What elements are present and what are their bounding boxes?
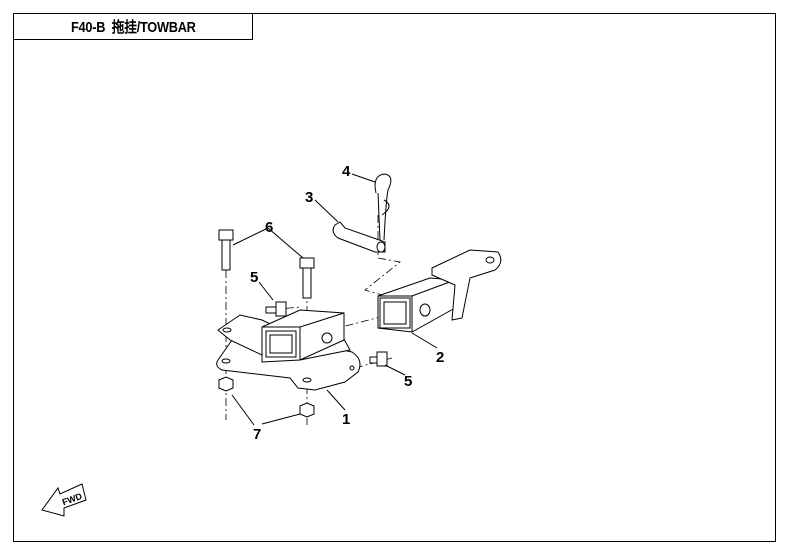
part-4-hair-pin-clip (374, 173, 392, 241)
part-1-hitch-bracket (216, 309, 361, 391)
callout-6: 6 (265, 219, 273, 236)
part-5-bolts (265, 301, 388, 367)
callout-4: 4 (342, 163, 351, 180)
part-6-bolts (218, 229, 315, 299)
part-2-drawbar (377, 249, 502, 333)
callout-7: 7 (253, 426, 261, 443)
part-3-hitch-pin (332, 221, 386, 253)
page-title: F40-B 拖挂/TOWBAR (70, 19, 196, 36)
fwd-arrow-icon: FWD (41, 483, 87, 517)
callout-1: 1 (342, 411, 350, 428)
title-box: F40-B 拖挂/TOWBAR (13, 13, 253, 40)
callout-5a: 5 (250, 269, 258, 286)
drawing-frame (13, 13, 776, 542)
callout-3: 3 (305, 189, 313, 206)
callout-2: 2 (436, 349, 444, 366)
part-7-nuts (218, 376, 315, 418)
callout-5b: 5 (404, 373, 412, 390)
